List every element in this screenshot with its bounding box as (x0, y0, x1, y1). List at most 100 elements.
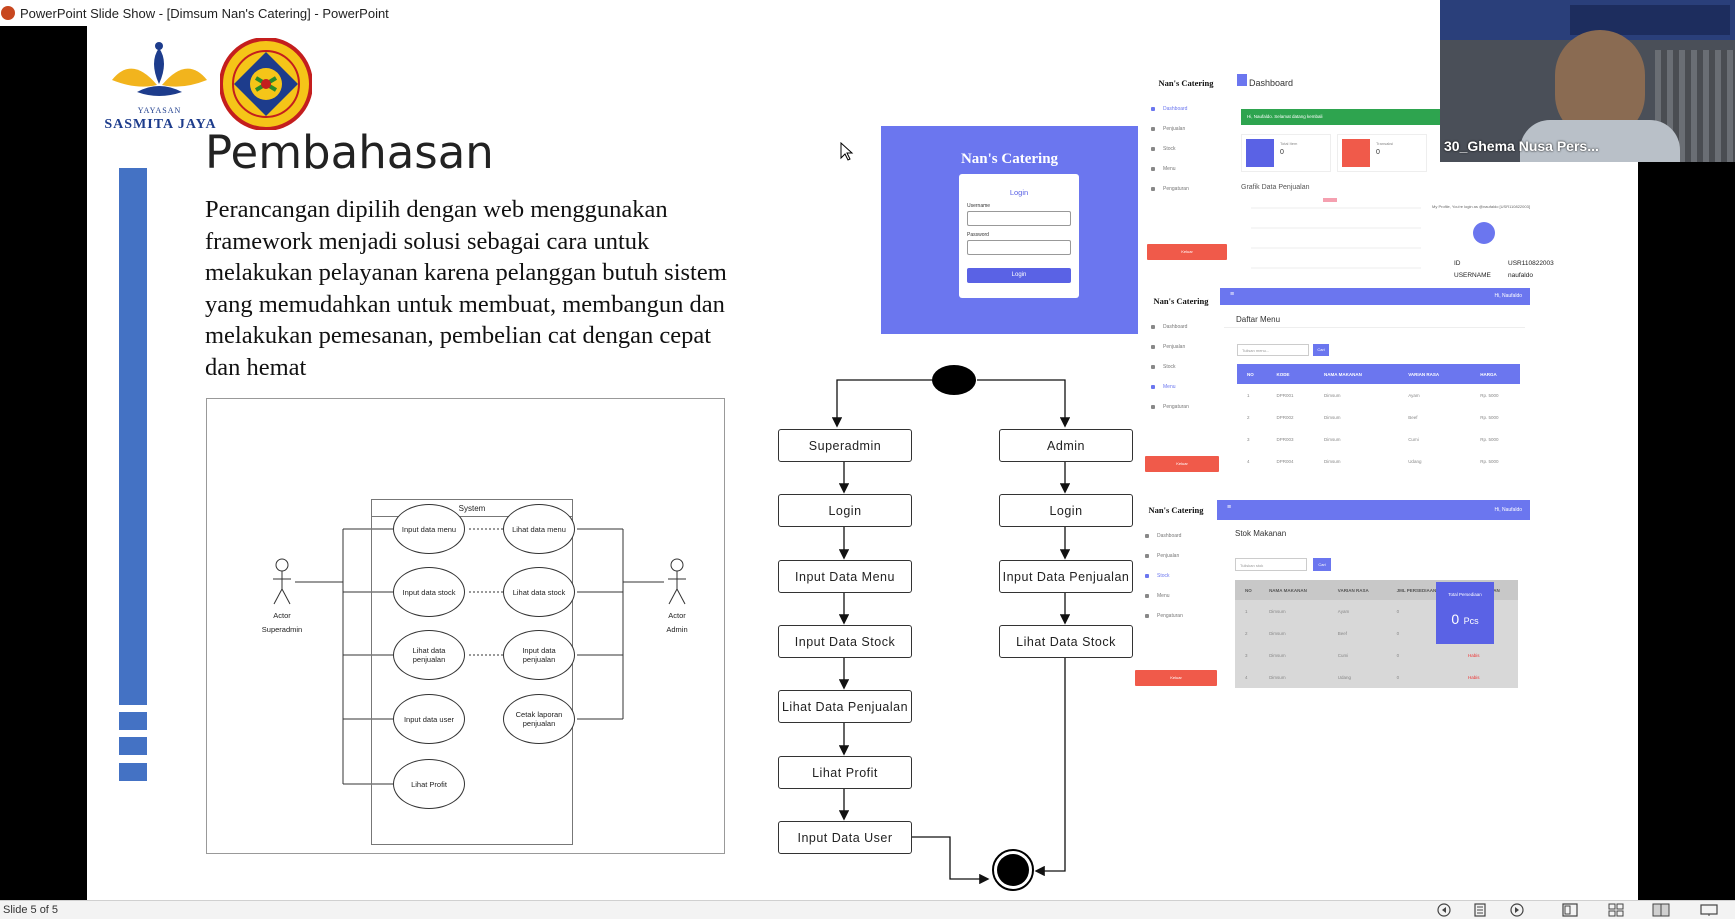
password-field (967, 240, 1071, 255)
stock-search-button: Cari (1313, 558, 1331, 571)
flow-step: Lihat Data Penjualan (778, 690, 912, 723)
menu-search-button: Cari (1313, 344, 1329, 356)
username-label: Username (967, 203, 991, 209)
login-brand: Nan's Catering (960, 151, 1059, 167)
body-line: melakukan pemesanan, pembelian cat denga… (205, 322, 712, 349)
flow-step: Input Data Menu (778, 560, 912, 593)
webcam-video-tile[interactable]: 30_Ghema Nusa Pers... (1440, 0, 1735, 162)
login-card: Login Username Password Login (959, 174, 1079, 298)
next-slide-icon[interactable] (1509, 903, 1525, 917)
flow-step: Login (999, 494, 1133, 527)
stock-screenshot: Nan's Catering Dashboard Penjualan Stock… (1135, 500, 1530, 710)
dashboard-sidebar: Nan's Catering Dashboard Penjualan Stock… (1141, 72, 1231, 282)
usecase-connectors (273, 528, 686, 785)
flow-step: Admin (999, 429, 1133, 462)
nav-item: Dashboard (1151, 106, 1231, 112)
mouse-cursor-icon (840, 142, 854, 161)
menu-header: Daftar Menu (1224, 308, 1525, 328)
participant-name: 30_Ghema Nusa Pers... (1444, 138, 1599, 154)
nav-item: Pengaturan (1151, 404, 1221, 410)
stock-header: Stok Makanan (1235, 529, 1287, 538)
body-line: framework menjadi solusi sebagai cara un… (205, 227, 650, 255)
flow-step: Lihat Data Stock (999, 625, 1133, 658)
flow-step: Lihat Profit (778, 756, 912, 789)
accent-bar (119, 168, 147, 705)
yayasan-logo: YAYASAN SASMITA JAYA (104, 40, 216, 132)
nav-item: Penjualan (1145, 553, 1217, 559)
body-line: Perancangan dipilih dengan web menggunak… (205, 196, 668, 223)
nav-item: Pengaturan (1151, 186, 1231, 192)
flow-step: Input Data Stock (778, 625, 912, 658)
slide-sorter-icon[interactable] (1473, 903, 1487, 917)
university-seal-icon (220, 38, 312, 130)
usecase-ellipse: Input data penjualan (503, 630, 575, 680)
previous-slide-icon[interactable] (1436, 903, 1452, 917)
slide-title: Pembahasan (205, 126, 494, 179)
flow-step: Login (778, 494, 912, 527)
powerpoint-app-icon (1, 6, 15, 20)
profile-title: My Profile, You're login as @naufaldo [U… (1432, 204, 1530, 209)
yayasan-emblem-icon (112, 42, 207, 96)
body-line: melakukan pelayanan karena pelanggan but… (205, 259, 727, 286)
nav-item: Menu (1151, 166, 1231, 172)
sorter-view-icon[interactable] (1608, 903, 1624, 917)
usecase-ellipse: Lihat data stock (503, 567, 575, 617)
password-label: Password (967, 232, 989, 238)
dashboard-screenshot: Nan's Catering Dashboard Penjualan Stock… (1141, 72, 1554, 282)
accent-square (119, 712, 147, 730)
accent-square (119, 737, 147, 755)
slide-counter: Slide 5 of 5 (3, 904, 59, 916)
nav-item: Menu (1145, 593, 1217, 599)
nav-item: Stock (1151, 146, 1231, 152)
nav-item: Pengaturan (1145, 613, 1217, 619)
actor-superadmin-label: Actor Superadmin (261, 611, 303, 634)
body-line: yang memudahkan untuk membuat, membangun… (205, 290, 725, 318)
usecase-ellipse: Lihat Profit (393, 759, 465, 809)
usecase-ellipse: Input data user (393, 694, 465, 744)
chart-title: Grafik Data Penjualan (1241, 184, 1310, 191)
slide-body-text: Perancangan dipilih dengan web menggunak… (205, 194, 855, 383)
login-button: Login (967, 268, 1071, 283)
yayasan-caption: YAYASAN (137, 106, 182, 115)
accent-square (119, 763, 147, 781)
yayasan-name: SASMITA JAYA (104, 117, 217, 132)
total-stock-card: Total Persediaan 0 Pcs (1436, 582, 1494, 644)
menu-search-input: Tulisan menu... (1237, 344, 1309, 356)
stat-card: Total Item 0 (1241, 134, 1331, 172)
login-card-title: Login (1009, 188, 1029, 197)
left-letterbox (0, 26, 87, 900)
usecase-ellipse: Lihat data menu (503, 504, 575, 554)
flow-step: Input Data User (778, 821, 912, 854)
system-label: System (372, 500, 572, 517)
flow-step: Input Data Penjualan (999, 560, 1133, 593)
actor-admin-label: Actor Admin (666, 611, 688, 634)
usecase-ellipse: Input data stock (393, 567, 465, 617)
nav-item: Penjualan (1151, 344, 1221, 350)
right-letterbox (1638, 26, 1735, 900)
menu-screenshot: Nan's Catering Dashboard Penjualan Stock… (1141, 288, 1530, 488)
usecase-diagram: System Actor Superadmin Actor Admin Inpu… (206, 398, 725, 854)
avatar-icon (1473, 222, 1495, 244)
reading-view-icon[interactable] (1652, 903, 1670, 917)
usecase-ellipse: Cetak laporan penjualan (503, 694, 575, 744)
flow-step: Superadmin (778, 429, 912, 462)
nav-item: Penjualan (1151, 126, 1231, 132)
normal-view-icon[interactable] (1562, 903, 1578, 917)
slideshow-view-icon[interactable] (1700, 903, 1718, 917)
nav-item: Menu (1151, 384, 1221, 390)
hamburger-icon: ≡ (1227, 504, 1232, 511)
stat-card: Transaksi 0 (1337, 134, 1427, 172)
end-node (992, 849, 1034, 891)
slide-canvas[interactable]: YAYASAN SASMITA JAYA Pembahasan Perancan… (87, 26, 1638, 900)
username-field (967, 211, 1071, 226)
nav-item: Stock (1151, 364, 1221, 370)
usecase-ellipse: Input data menu (393, 504, 465, 554)
nav-item: Dashboard (1151, 324, 1221, 330)
